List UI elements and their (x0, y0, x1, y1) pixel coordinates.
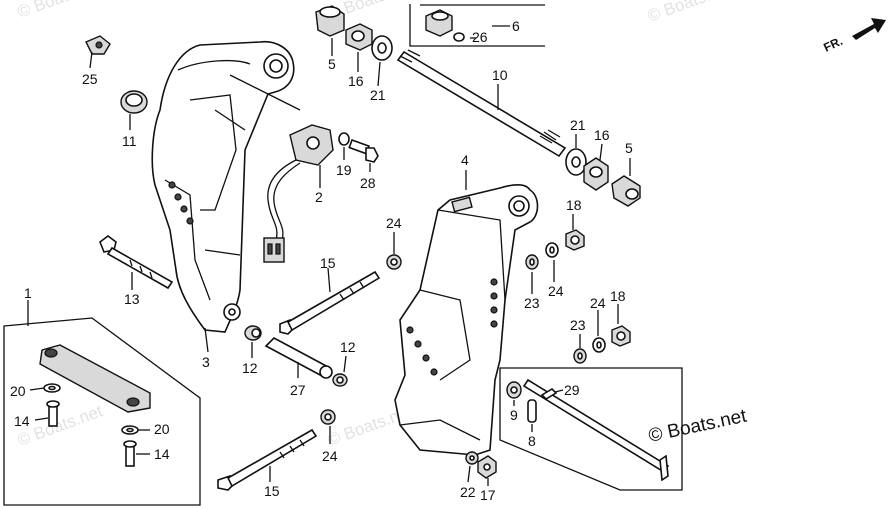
callout-19: 19 (336, 162, 352, 178)
callout-13: 13 (124, 291, 140, 307)
callout-4: 4 (461, 152, 469, 168)
callout-20-lower: 20 (154, 421, 170, 437)
callout-15-lower: 15 (264, 483, 280, 499)
callout-6: 6 (512, 18, 520, 34)
front-label: FR. (821, 34, 844, 55)
callout-25: 25 (82, 71, 98, 87)
bolt-13 (99, 235, 174, 290)
callout-15-upper: 15 (320, 255, 336, 271)
grease-nipple-18-lower (611, 304, 631, 347)
callout-22: 22 (460, 484, 476, 500)
watermark-top-left: © Boats.net (15, 0, 105, 22)
stern-bracket-left-part (151, 40, 301, 353)
front-direction-indicator: FR. (821, 18, 886, 55)
callout-14-lower: 14 (154, 446, 170, 462)
grease-fitting-25 (85, 35, 111, 69)
washer-23-lower (573, 334, 587, 364)
callout-28: 28 (360, 175, 376, 191)
callout-24-upper: 24 (386, 215, 402, 231)
washer-21-top (371, 35, 393, 87)
nut-16-right (583, 143, 609, 191)
callout-18-lower: 18 (610, 288, 626, 304)
cap-nut-5-top (315, 5, 345, 56)
callout-24-right-lower: 24 (590, 295, 606, 311)
callout-20-upper: 20 (10, 383, 26, 399)
washer-24-right-lower (592, 310, 606, 353)
callout-16-top: 16 (348, 73, 364, 89)
tilt-rod-box (499, 367, 683, 491)
kit-box-6 (409, 4, 545, 47)
callout-8: 8 (528, 433, 536, 449)
callout-labels: 1 2 3 4 5 5 6 8 9 10 11 12 12 13 14 14 1… (10, 18, 633, 503)
callout-10: 10 (492, 67, 508, 83)
watermark-top-right: © Boats.net (645, 0, 735, 26)
grease-nipple-18-upper (565, 214, 585, 251)
callout-5-right: 5 (625, 140, 633, 156)
cap-nut-5-right (611, 158, 641, 207)
collar-12-upper (244, 325, 262, 358)
brand-text: © Boats.net (647, 406, 749, 447)
bolt-15-lower (217, 428, 318, 491)
callout-3: 3 (202, 354, 210, 370)
callout-21-right: 21 (570, 117, 586, 133)
trim-sensor-part (263, 124, 334, 263)
washer-24-upper (386, 232, 402, 270)
callout-24-right-upper: 24 (548, 283, 564, 299)
pin-27 (264, 337, 333, 379)
washer-24-lower (320, 409, 336, 444)
callout-26: 26 (472, 29, 488, 45)
washer-23-upper (525, 254, 539, 294)
front-arrow-icon (852, 18, 886, 40)
callout-1: 1 (24, 285, 32, 301)
tilt-shaft-10 (396, 49, 567, 158)
callout-24-lower: 24 (322, 448, 338, 464)
callout-18-upper: 18 (566, 197, 582, 213)
callout-16-right: 16 (594, 127, 610, 143)
swivel-bracket-part (394, 170, 539, 456)
washer-24-right-upper (545, 242, 559, 282)
bracket-kit-box-1 (3, 300, 201, 506)
nut-16-top (345, 23, 373, 72)
collar-12-lower (332, 355, 348, 387)
callout-14-upper: 14 (14, 413, 30, 429)
callout-29: 29 (564, 382, 580, 398)
bolt-15-upper (279, 267, 381, 335)
bolt-28-and-washer-19 (338, 132, 379, 172)
callout-2: 2 (315, 189, 323, 205)
bushing-11 (120, 90, 148, 130)
callout-23-upper: 23 (524, 295, 540, 311)
washer-21-right (565, 134, 587, 176)
callout-21-top: 21 (370, 87, 386, 103)
callout-23-lower: 23 (570, 317, 586, 333)
callout-9: 9 (510, 407, 518, 423)
callout-11: 11 (122, 133, 137, 149)
bracket-plate-part (39, 344, 151, 413)
callout-17: 17 (480, 487, 496, 503)
callout-27: 27 (290, 382, 306, 398)
nut-17-and-washer-22 (465, 451, 497, 486)
kit-6-contents (425, 9, 510, 42)
callout-5-top: 5 (328, 56, 336, 72)
callout-12-upper: 12 (242, 360, 258, 376)
callout-12-lower: 12 (340, 339, 356, 355)
